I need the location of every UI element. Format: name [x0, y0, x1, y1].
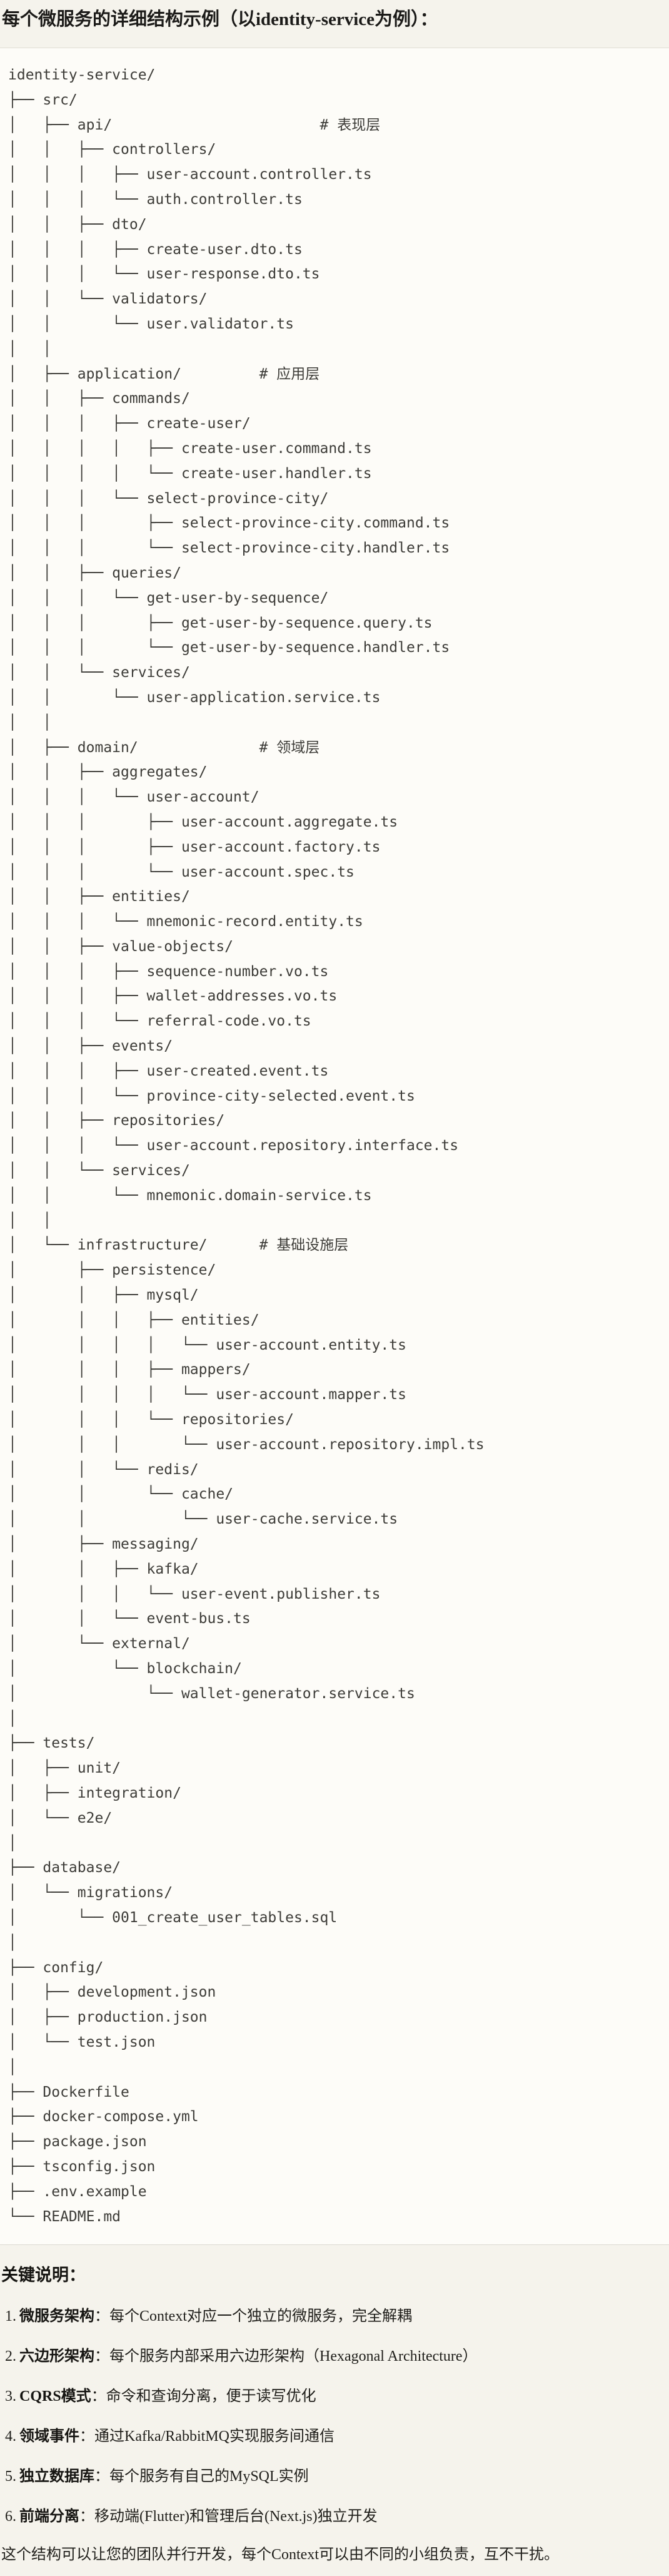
code-block: identity-service/ ├── src/ │ ├── api/ # … — [0, 48, 669, 2246]
note-number: 6. — [5, 2508, 16, 2525]
note-item: 1.微服务架构：每个Context对应一个独立的微服务，完全解耦 — [5, 2307, 660, 2326]
note-number: 1. — [5, 2308, 16, 2325]
note-text: ：移动端(Flutter)和管理后台(Next.js)独立开发 — [79, 2508, 378, 2525]
notes-section: 关键说明： 1.微服务架构：每个Context对应一个独立的微服务，完全解耦 2… — [0, 2264, 669, 2565]
note-item: 6.前端分离：移动端(Flutter)和管理后台(Next.js)独立开发 — [5, 2507, 660, 2527]
note-number: 5. — [5, 2468, 16, 2485]
note-label: CQRS模式 — [19, 2388, 91, 2405]
directory-tree: identity-service/ ├── src/ │ ├── api/ # … — [8, 67, 485, 2225]
note-text: ：每个Context对应一个独立的微服务，完全解耦 — [94, 2308, 412, 2325]
note-item: 4.领域事件：通过Kafka/RabbitMQ实现服务间通信 — [5, 2427, 660, 2446]
closing-paragraph: 这个结构可以让您的团队并行开发，每个Context可以由不同的小组负责，互不干扰… — [1, 2547, 559, 2563]
page-title: 每个微服务的详细结构示例（以identity-service为例）： — [2, 9, 438, 29]
notes-heading: 关键说明： — [1, 2266, 86, 2285]
note-item: 5.独立数据库：每个服务有自己的MySQL实例 — [5, 2467, 660, 2487]
note-label: 六边形架构 — [19, 2348, 94, 2365]
note-number: 2. — [5, 2348, 16, 2365]
note-label: 领域事件 — [19, 2428, 79, 2445]
note-number: 4. — [5, 2428, 16, 2445]
note-text: ：命令和查询分离，便于读写优化 — [91, 2388, 316, 2405]
note-number: 3. — [5, 2388, 16, 2405]
note-text: ：每个服务内部采用六边形架构（Hexagonal Architecture） — [94, 2348, 478, 2365]
note-label: 独立数据库 — [19, 2468, 94, 2485]
note-text: ：每个服务有自己的MySQL实例 — [94, 2468, 309, 2485]
note-label: 前端分离 — [19, 2508, 79, 2525]
note-text: ：通过Kafka/RabbitMQ实现服务间通信 — [79, 2428, 334, 2445]
note-item: 2.六边形架构：每个服务内部采用六边形架构（Hexagonal Architec… — [5, 2347, 660, 2366]
note-label: 微服务架构 — [19, 2308, 94, 2325]
note-item: 3.CQRS模式：命令和查询分离，便于读写优化 — [5, 2387, 660, 2406]
